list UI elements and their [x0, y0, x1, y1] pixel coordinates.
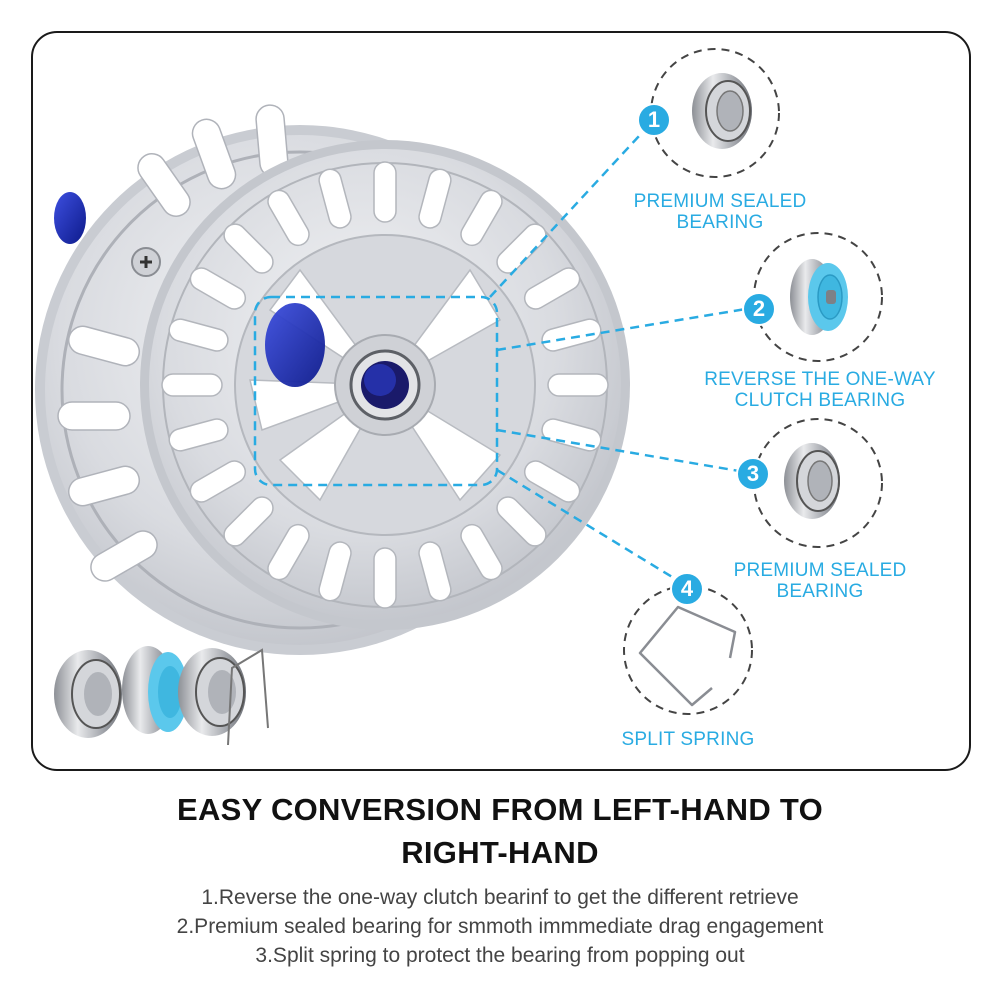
split-spring-icon [638, 605, 737, 707]
page-title-line-2: RIGHT-HAND [401, 835, 599, 870]
reel-spool [140, 140, 630, 630]
feature-item-1: 1.Reverse the one-way clutch bearinf to … [201, 886, 799, 909]
page-title-line-1: EASY CONVERSION FROM LEFT-HAND TO [176, 792, 824, 827]
feature-item-2: 2.Premium sealed bearing for smmoth immm… [176, 915, 824, 938]
bearing-set-icon [54, 646, 269, 746]
callout-badge-2: 2 [742, 292, 776, 326]
callout-label-4: SPLIT SPRING [621, 729, 755, 750]
sealed-bearing-icon [692, 73, 752, 149]
callout-lines [489, 121, 753, 585]
callout-badge-1: 1 [637, 103, 671, 137]
callout-badge-3: 3 [736, 457, 770, 491]
callout-label-1: PREMIUM SEALED BEARING [633, 191, 807, 233]
hub-callout-box [253, 295, 499, 487]
clutch-bearing-icon [790, 259, 848, 335]
callout-label-2: REVERSE THE ONE-WAY CLUTCH BEARING [704, 369, 936, 411]
callout-label-3: PREMIUM SEALED BEARING [733, 560, 907, 602]
reel-handle-knob [54, 192, 86, 244]
drag-knob [265, 303, 325, 387]
feature-item-3: 3.Split spring to protect the bearing fr… [255, 944, 745, 967]
callout-badge-4: 4 [670, 572, 704, 606]
sealed-bearing-icon [784, 443, 840, 519]
